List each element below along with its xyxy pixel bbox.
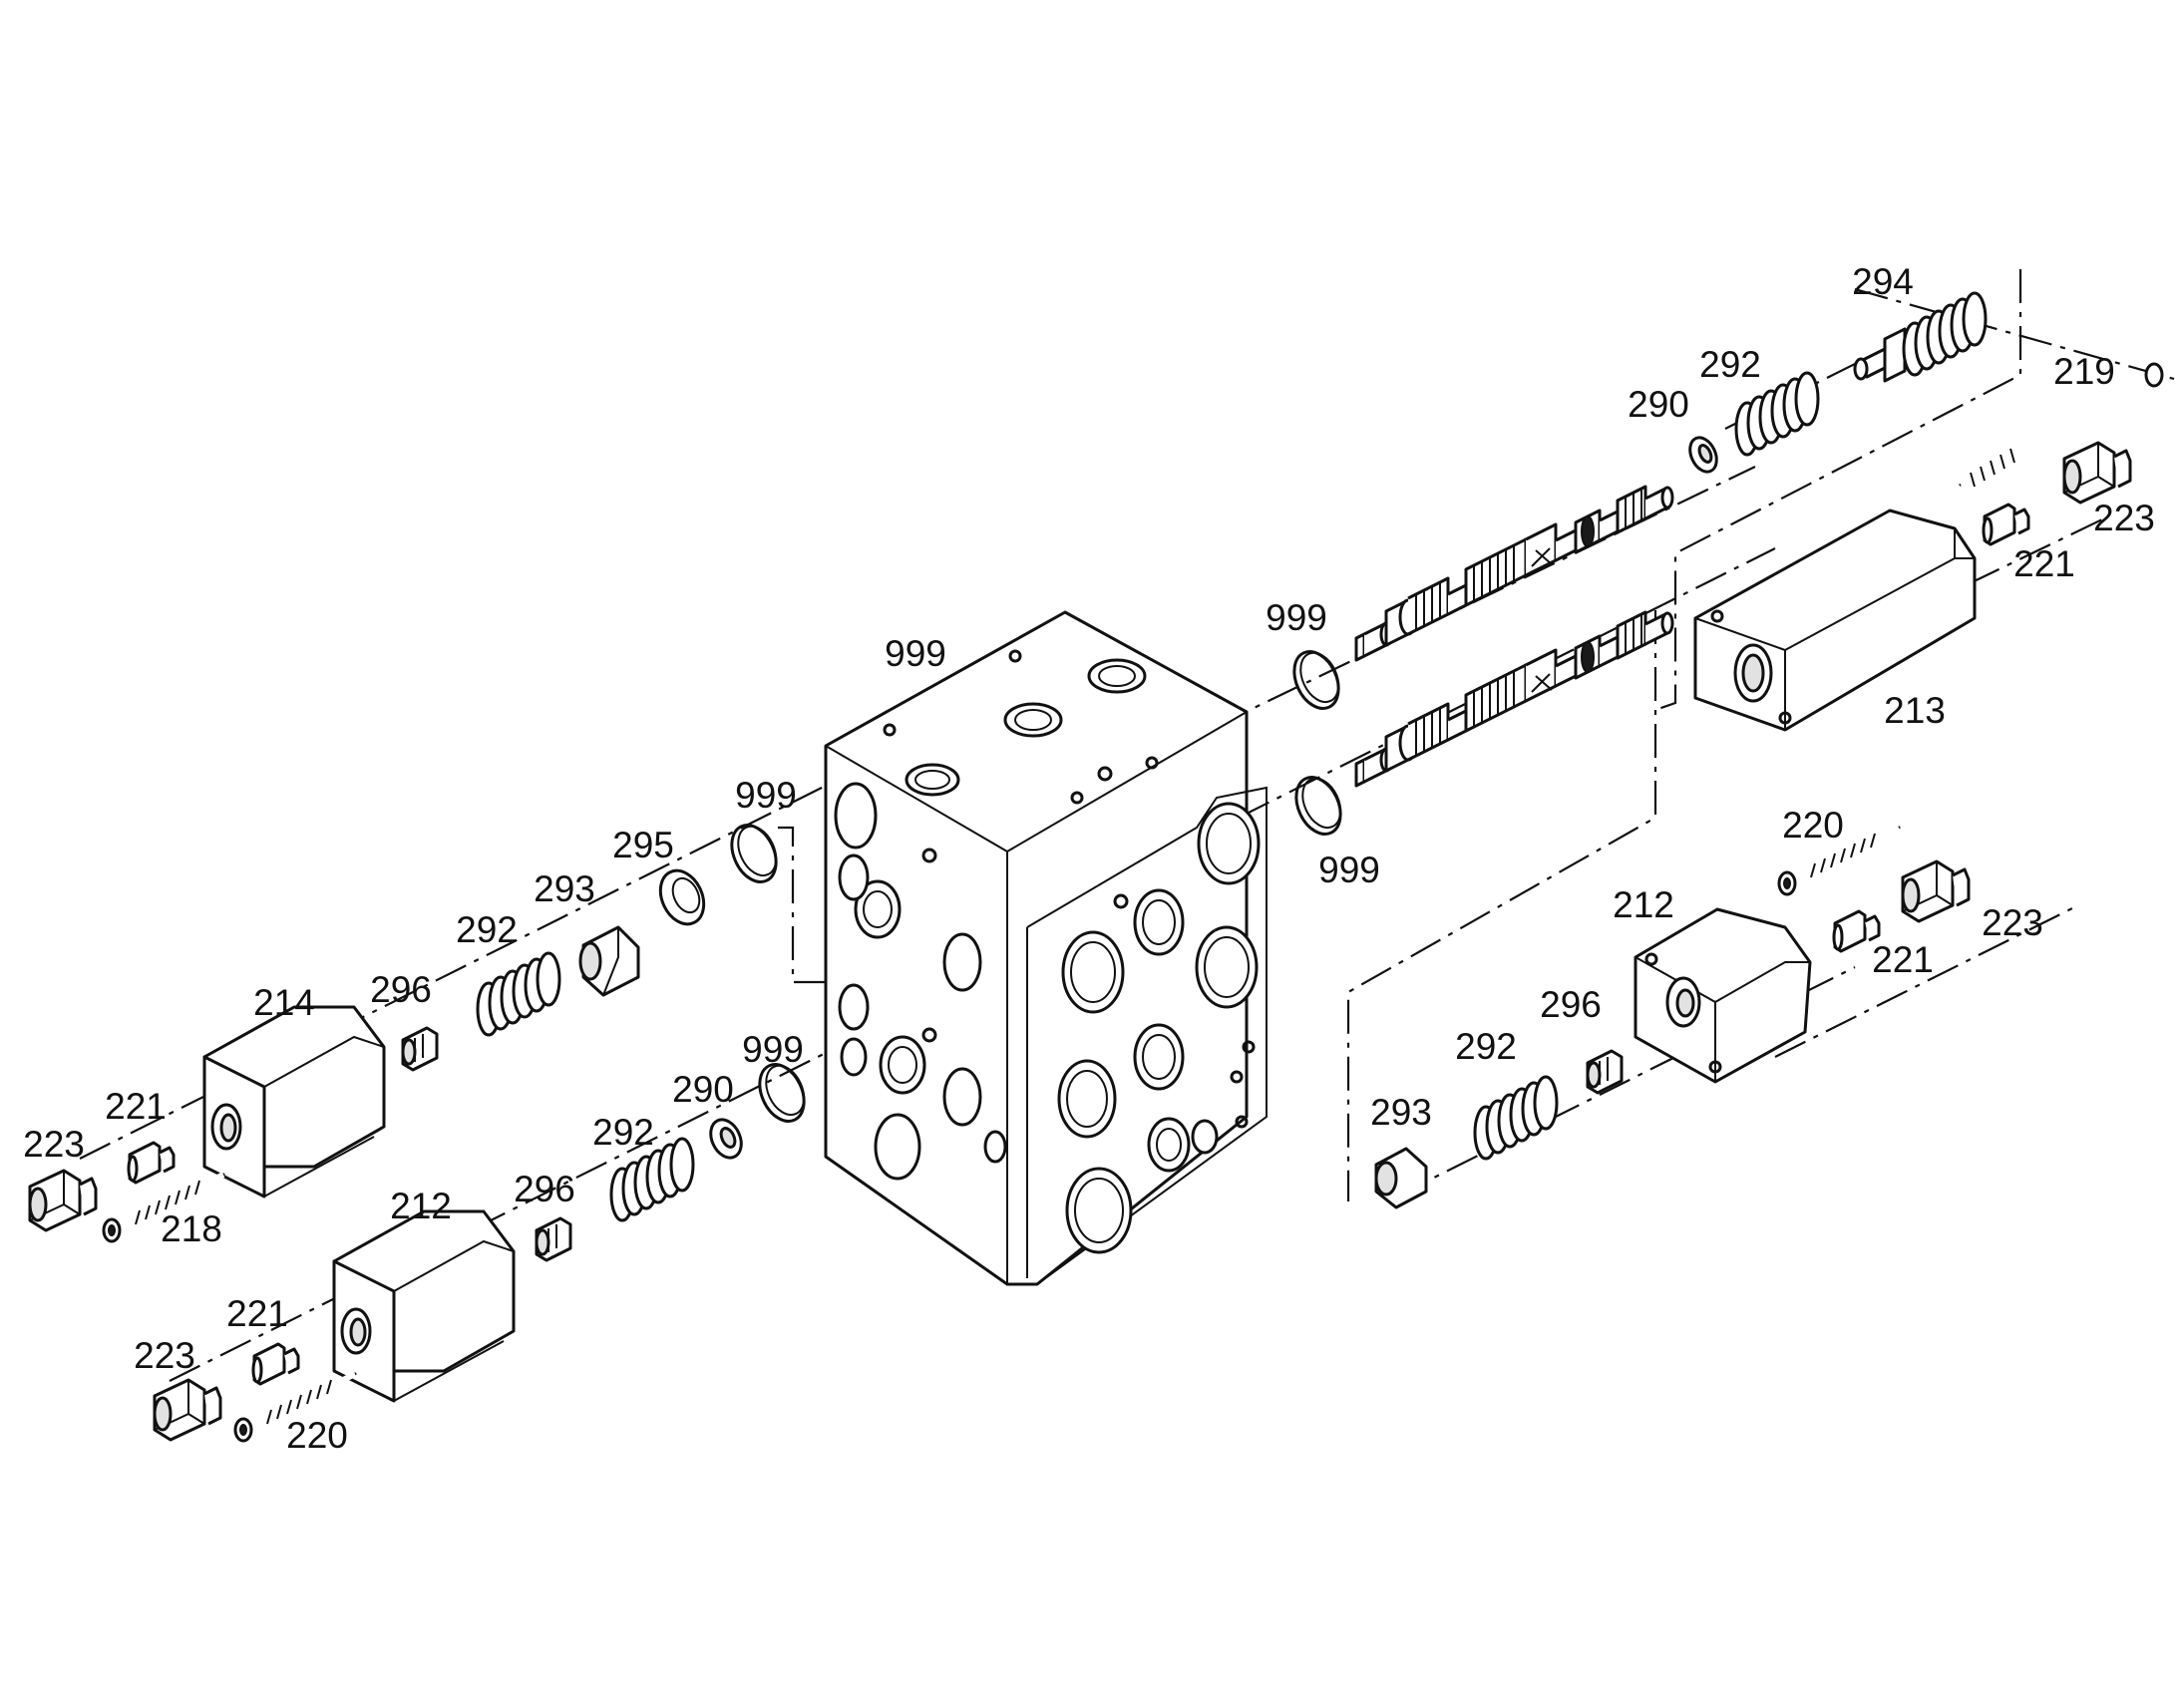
spring-cover-icon	[1634, 907, 1812, 1084]
label-292: 292	[592, 1112, 654, 1153]
label-296: 296	[1540, 984, 1602, 1025]
label-999-oring: 999	[1318, 850, 1380, 890]
label-223: 223	[1982, 902, 2043, 943]
seal-295	[658, 868, 706, 926]
label-999-oring: 999	[742, 1029, 804, 1070]
label-294: 294	[1852, 261, 1914, 302]
label-221: 221	[1872, 939, 1934, 980]
label-223: 223	[134, 1335, 195, 1376]
spring-cover-icon	[332, 1209, 516, 1403]
label-296: 296	[514, 1169, 575, 1209]
spring-294	[1853, 291, 1988, 383]
spring-icon	[1734, 371, 1820, 457]
pin-icon	[1982, 503, 2030, 546]
label-221: 221	[105, 1086, 167, 1127]
label-214: 214	[253, 982, 315, 1023]
label-220: 220	[286, 1415, 348, 1456]
seal-290	[709, 1118, 743, 1160]
pin-icon	[127, 1141, 176, 1185]
seal-290	[1688, 436, 1718, 474]
sleeve-icon	[1374, 1147, 1428, 1209]
label-293: 293	[1370, 1092, 1432, 1133]
label-218: 218	[161, 1208, 222, 1249]
label-292: 292	[1455, 1026, 1517, 1067]
label-221: 221	[2013, 543, 2075, 584]
label-295: 295	[612, 825, 674, 865]
label-213: 213	[1884, 690, 1946, 731]
sleeve-icon	[578, 925, 640, 997]
label-296: 296	[370, 969, 432, 1010]
spring-seat-296	[401, 1026, 439, 1072]
label-212: 212	[1613, 884, 1674, 925]
label-292: 292	[456, 909, 518, 950]
spring-cover-icon	[202, 1005, 386, 1198]
plug-icon	[1901, 859, 1971, 923]
label-999-oring: 999	[735, 775, 797, 816]
o-ring-icon	[1285, 768, 1351, 844]
o-ring-icon	[721, 816, 787, 891]
label-293: 293	[534, 868, 595, 909]
label-999-oring: 999	[1266, 597, 1327, 638]
spring-cover-213	[1693, 509, 1977, 732]
plug-icon	[2062, 441, 2132, 505]
plug-icon	[153, 1378, 222, 1442]
label-292: 292	[1699, 344, 1761, 385]
label-223: 223	[2093, 498, 2155, 538]
spring-icon	[476, 951, 561, 1037]
label-219: 219	[2053, 351, 2115, 392]
spring-icon	[1473, 1075, 1559, 1161]
label-221: 221	[226, 1293, 288, 1334]
label-220: 220	[1782, 805, 1844, 846]
label-290: 290	[1628, 384, 1689, 425]
valve-block-icon	[824, 610, 1268, 1286]
bolt-219	[1959, 362, 2164, 488]
label-999-block: 999	[885, 633, 946, 674]
spool-icon	[1354, 610, 1674, 788]
label-223: 223	[23, 1124, 85, 1165]
pin-icon	[251, 1342, 300, 1386]
o-ring-icon	[1283, 642, 1349, 718]
label-212: 212	[390, 1186, 452, 1226]
label-290: 290	[672, 1069, 734, 1110]
plug-icon	[28, 1169, 98, 1232]
part-labels: 999 999 999 999 999 295 293 292 296 214 …	[23, 261, 2155, 1456]
spring-seat-296	[535, 1216, 572, 1262]
